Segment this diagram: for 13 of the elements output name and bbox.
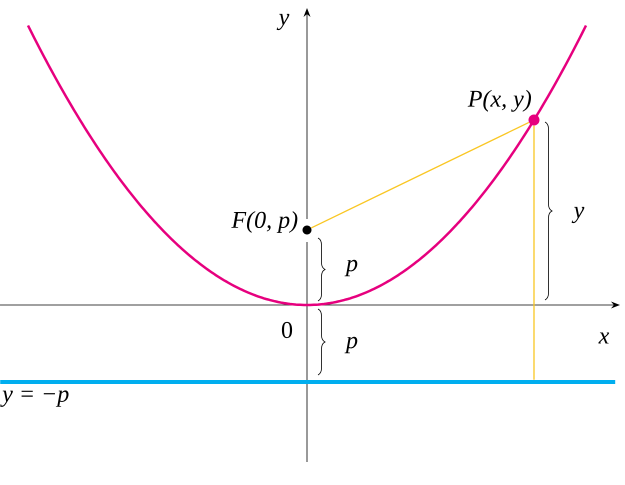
- line-segment: [310, 122, 530, 229]
- curve-point: P(x, y): [468, 90, 540, 126]
- directrix-line: y = −p: [0, 380, 616, 407]
- line-segment: [533, 126, 535, 380]
- origin-label: 0: [282, 322, 292, 338]
- axis-label: x: [598, 332, 610, 344]
- distance-label: p: [344, 336, 358, 354]
- node-label: P(x, y): [468, 90, 532, 112]
- distance-label: y: [572, 206, 584, 224]
- distance-label: p: [344, 260, 358, 276]
- focus-point: F(0, p): [231, 211, 312, 234]
- node-label: F(0, p): [231, 211, 298, 233]
- axis-label: y: [276, 14, 290, 30]
